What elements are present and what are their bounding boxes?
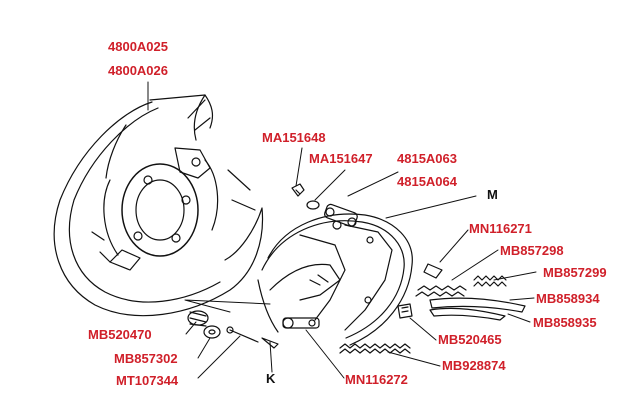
- label-return-spring: MB857299: [543, 265, 607, 280]
- wheel-cylinder-icon: [324, 203, 358, 227]
- label-spring-upper: MN116271: [469, 221, 532, 236]
- pin-washer-icon: [306, 200, 320, 210]
- label-pin-washer: MA151647: [309, 151, 373, 166]
- label-cup-washer: MB857302: [114, 351, 178, 366]
- hold-pin-icon: [226, 326, 259, 343]
- adjuster-spring-icon: [415, 285, 467, 297]
- label-lever-a: MB858934: [536, 291, 600, 306]
- lever-icon: [429, 297, 526, 321]
- label-clip-set: MB520465: [438, 332, 502, 347]
- label-hold-spring: MB520470: [88, 327, 152, 342]
- backing-plate-icon: [53, 94, 264, 317]
- label-shoe-lining-a: 4815A063: [397, 151, 457, 166]
- label-callout-k: K: [266, 371, 276, 386]
- pin-clip-icon: [291, 183, 305, 197]
- label-lower-spring: MB928874: [442, 358, 506, 373]
- clip-set-icon: [397, 303, 413, 319]
- label-backing-plate-b: 4800A026: [108, 63, 168, 78]
- label-hold-pin: MT107344: [116, 373, 179, 388]
- brake-shoe-icon: [257, 213, 413, 346]
- lower-spring-icon: [339, 343, 411, 354]
- label-shoe-lining-b: 4815A064: [397, 174, 457, 189]
- leader-lines: [147, 81, 537, 379]
- label-adjuster-strut: MN116272: [345, 372, 408, 387]
- k-part-icon: [261, 337, 279, 349]
- label-adjuster-spring: MB857298: [500, 243, 564, 258]
- adjuster-strut-icon: [282, 317, 320, 329]
- cup-washer-icon: [203, 325, 221, 339]
- label-pin-clip: MA151648: [262, 130, 326, 145]
- label-lever-b: MB858935: [533, 315, 597, 330]
- spring-upper-icon: [423, 263, 443, 279]
- label-callout-m: M: [487, 187, 498, 202]
- return-spring-icon: [473, 275, 507, 287]
- hold-spring-icon: [187, 310, 209, 327]
- label-backing-plate-a: 4800A025: [108, 39, 168, 54]
